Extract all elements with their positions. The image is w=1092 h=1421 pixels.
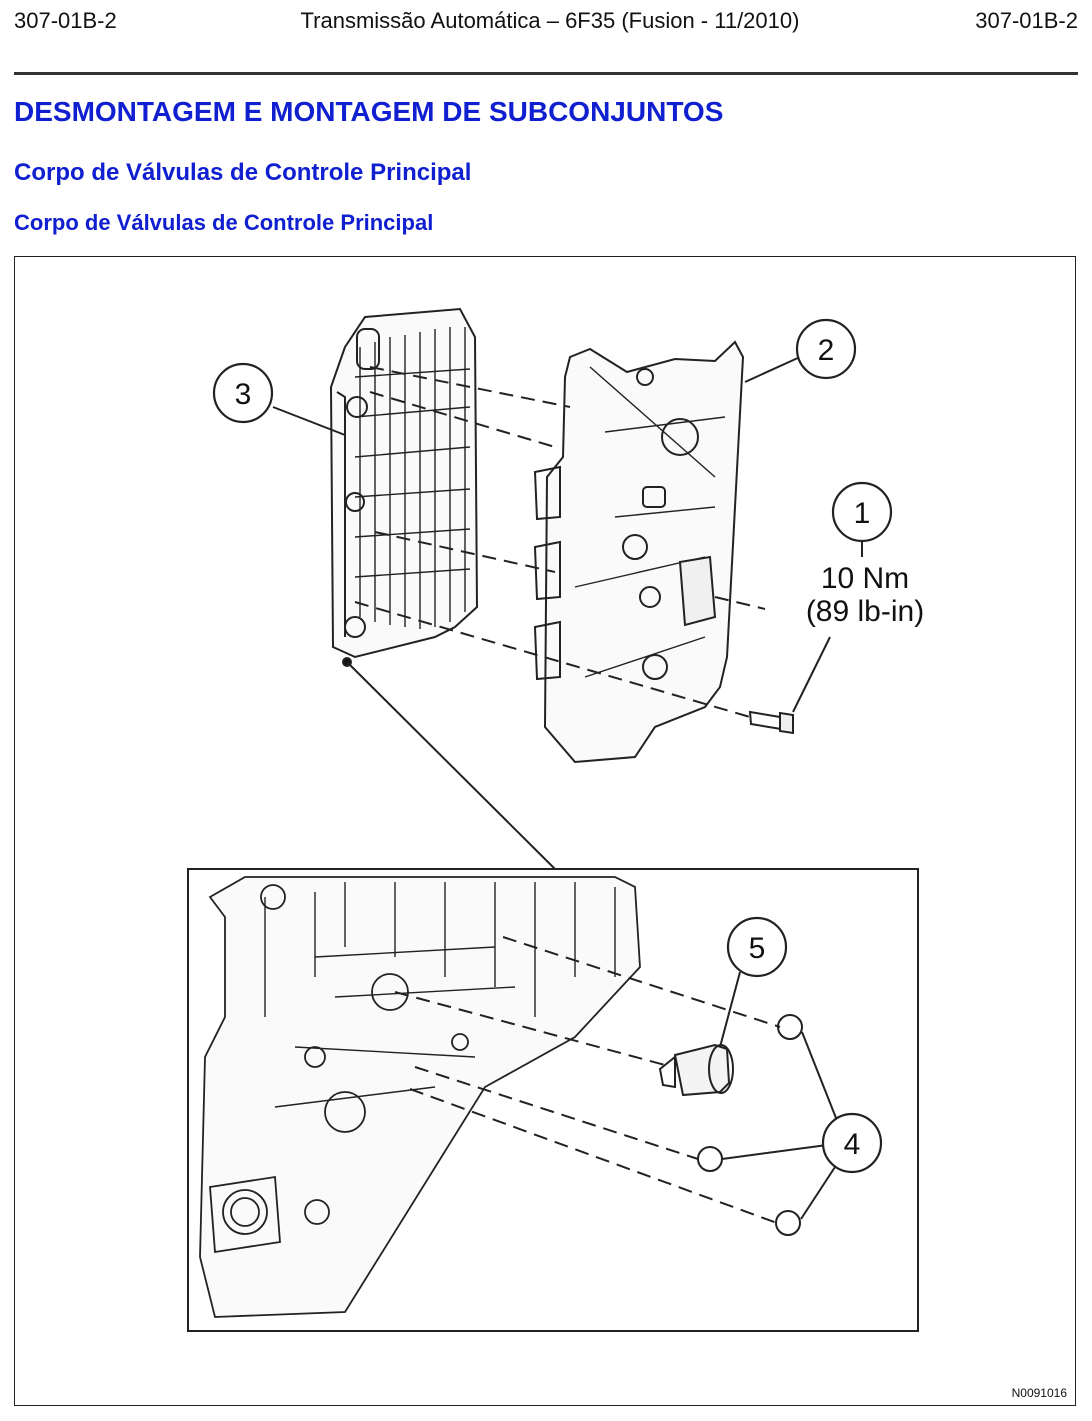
callout-1-label: 1 (854, 497, 871, 530)
check-ball-bottom (775, 1210, 801, 1236)
exploded-view-drawing: 1 2 3 4 5 10 Nm (89 lb-in) N0091016 (187, 307, 1068, 1400)
callout-3-label: 3 (235, 378, 252, 411)
callout-5-label: 5 (749, 932, 766, 965)
figure-id-label: N0091016 (1012, 1386, 1068, 1400)
torque-lbin-label: (89 lb-in) (806, 595, 924, 628)
bolt-fastener (748, 710, 794, 735)
detail-inset-valve-body (199, 876, 641, 1318)
subsection-heading: Corpo de Válvulas de Controle Principal (14, 159, 472, 186)
callout-4-circle (821, 1112, 883, 1174)
torque-nm-label: 10 Nm (821, 562, 909, 595)
header-divider (14, 72, 1078, 75)
check-ball-middle (697, 1146, 723, 1172)
figure-title: Corpo de Válvulas de Controle Principal (14, 210, 434, 235)
separator-plate (533, 340, 745, 764)
callout-5-circle (726, 916, 788, 978)
callout-3-circle (212, 362, 274, 424)
check-ball-top (777, 1014, 803, 1040)
section-heading: DESMONTAGEM E MONTAGEM DE SUBCONJUNTOS (14, 96, 724, 127)
document-title: Transmissão Automática – 6F35 (Fusion - … (300, 8, 800, 33)
page-code-left: 307-01B-2 (14, 8, 117, 33)
valve-body-illustration: 1 2 3 4 5 10 Nm (89 lb-in) N0091016 (14, 256, 1076, 1406)
callout-2-circle (795, 318, 857, 380)
callout-1-circle (831, 481, 893, 543)
callout-2-label: 2 (818, 334, 835, 367)
callout-4-label: 4 (844, 1128, 861, 1161)
sleeve-part (658, 1043, 734, 1097)
page-code-right: 307-01B-2 (975, 8, 1078, 33)
main-valve-body-plate (329, 307, 479, 667)
